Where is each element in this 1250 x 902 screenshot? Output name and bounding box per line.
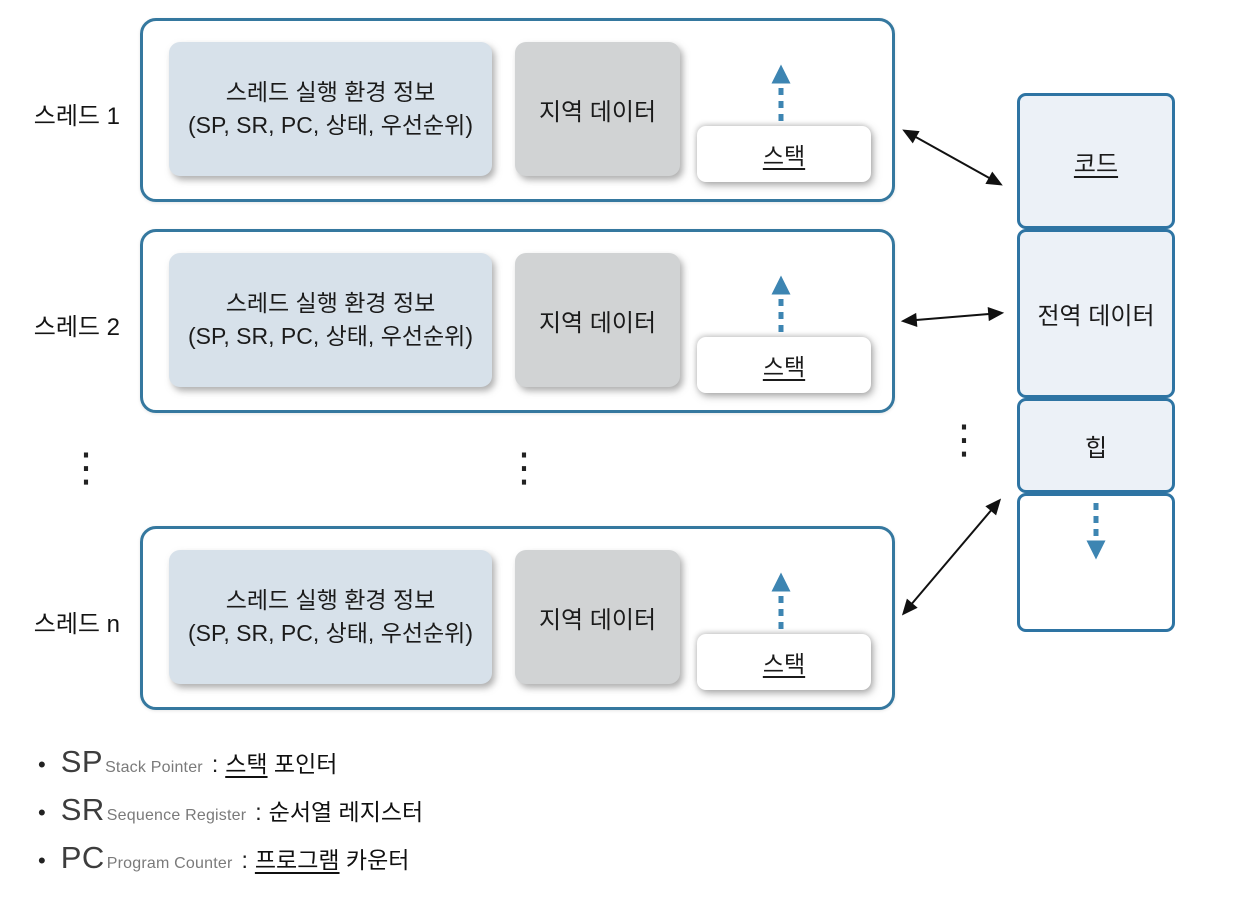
thread-n-local-data-box: 지역 데이터 xyxy=(515,550,680,684)
thread-2-stack-box: 스택 xyxy=(697,337,871,393)
thread-n-label: 스레드 n xyxy=(33,611,120,638)
thread-1-context-line2: (SP, SR, PC, 상태, 우선순위) xyxy=(187,112,474,138)
thread-2-context-box: 스레드 실행 환경 정보 (SP, SR, PC, 상태, 우선순위) xyxy=(169,253,492,387)
legend-pc-separator: : xyxy=(241,847,248,873)
thread-n-stack-label: 스택 xyxy=(762,651,806,677)
legend-row-sr: • SR Sequence Register : 순서열 레지스터 xyxy=(38,792,424,827)
thread-n-container: 스레드 실행 환경 정보 (SP, SR, PC, 상태, 우선순위) 지역 데… xyxy=(140,526,895,710)
thread-1-stack-label: 스택 xyxy=(762,143,806,169)
legend-pc-korean-rest: 카운터 xyxy=(339,847,410,873)
legend-row-pc: • PC Program Counter : 프로그램 카운터 xyxy=(38,840,423,875)
thread-2-stack-label: 스택 xyxy=(762,354,806,380)
legend-sp-abbr: SP xyxy=(60,744,104,779)
thread-1-local-data-label: 지역 데이터 xyxy=(538,98,657,126)
thread-2-context-line2: (SP, SR, PC, 상태, 우선순위) xyxy=(187,323,474,349)
vertical-ellipsis-left: ⋮ xyxy=(66,445,106,491)
thread-2-local-data-label: 지역 데이터 xyxy=(538,309,657,337)
memory-segment-heap-label: 힙 xyxy=(1084,435,1108,462)
legend-pc-korean: 프로그램 카운터 xyxy=(255,841,410,875)
thread-2-label: 스레드 2 xyxy=(33,314,120,341)
legend-sp-separator: : xyxy=(211,751,219,777)
thread-n-context-line2: (SP, SR, PC, 상태, 우선순위) xyxy=(187,620,474,646)
bullet-icon: • xyxy=(38,848,46,873)
legend-pc-korean-emphasis: 프로그램 xyxy=(254,847,340,873)
thread-1-container: 스레드 실행 환경 정보 (SP, SR, PC, 상태, 우선순위) 지역 데… xyxy=(140,18,895,202)
vertical-ellipsis-right: ⋮ xyxy=(944,417,984,463)
thread-2-container: 스레드 실행 환경 정보 (SP, SR, PC, 상태, 우선순위) 지역 데… xyxy=(140,229,895,413)
memory-segment-code: 코드 xyxy=(1017,93,1175,229)
legend-sr-korean-rest: 순서열 레지스터 xyxy=(268,799,424,825)
bullet-icon: • xyxy=(38,752,46,777)
memory-segment-code-label: 코드 xyxy=(1073,150,1119,178)
thread-n-context-box: 스레드 실행 환경 정보 (SP, SR, PC, 상태, 우선순위) xyxy=(169,550,492,684)
memory-segment-free xyxy=(1017,493,1175,632)
legend-sr-separator: : xyxy=(255,799,262,825)
legend-pc-full: Program Counter xyxy=(106,855,233,872)
bidirectional-arrow-thread2-memory xyxy=(900,307,1005,327)
thread-1-local-data-box: 지역 데이터 xyxy=(515,42,680,176)
thread-n-stack-box: 스택 xyxy=(697,634,871,690)
legend-sp-korean: 스택 포인터 xyxy=(225,745,337,779)
thread-2-context-line1: 스레드 실행 환경 정보 xyxy=(225,289,436,316)
thread-n-context-line1: 스레드 실행 환경 정보 xyxy=(225,586,436,613)
legend-sr-full: Sequence Register xyxy=(106,807,247,824)
bidirectional-arrow-threadn-memory xyxy=(901,498,1002,616)
legend-sp-full: Stack Pointer xyxy=(105,759,203,776)
thread-1-context-line1: 스레드 실행 환경 정보 xyxy=(225,78,436,105)
thread-1-context-box: 스레드 실행 환경 정보 (SP, SR, PC, 상태, 우선순위) xyxy=(169,42,492,176)
legend-pc-abbr: PC xyxy=(60,840,105,875)
legend-sp-korean-rest: 포인터 xyxy=(267,751,338,777)
memory-segment-global-data: 전역 데이터 xyxy=(1017,229,1175,398)
legend-row-sp: • SP Stack Pointer : 스택 포인터 xyxy=(38,744,423,779)
thread-2-local-data-box: 지역 데이터 xyxy=(515,253,680,387)
thread-n-local-data-label: 지역 데이터 xyxy=(538,606,657,634)
thread-1-stack-box: 스택 xyxy=(697,126,871,182)
legend-sp-korean-emphasis: 스택 xyxy=(225,751,268,777)
legend: • SP Stack Pointer : 스택 포인터 • SR Sequenc… xyxy=(38,744,423,888)
bullet-icon: • xyxy=(38,800,46,825)
vertical-ellipsis-middle: ⋮ xyxy=(504,445,544,491)
bidirectional-arrow-thread1-memory xyxy=(902,129,1003,186)
memory-segment-heap: 힙 xyxy=(1017,398,1175,493)
memory-segment-global-data-label: 전역 데이터 xyxy=(1037,303,1155,330)
thread-1-label: 스레드 1 xyxy=(33,103,120,130)
legend-sr-abbr: SR xyxy=(60,792,105,827)
legend-sr-korean: 순서열 레지스터 xyxy=(269,793,424,827)
